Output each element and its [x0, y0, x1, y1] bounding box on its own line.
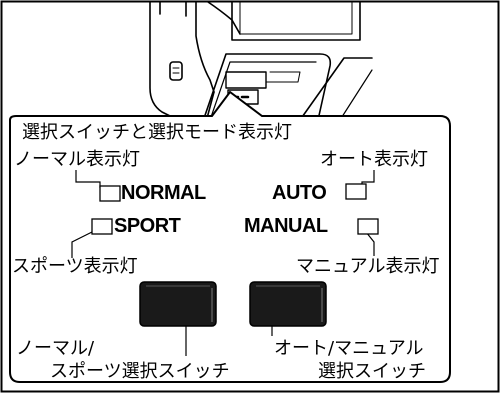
left-switch-label-line1: ノーマル/ [16, 338, 95, 359]
screen-frame [231, 1, 361, 41]
lever-inner-lines [159, 1, 187, 17]
indicator-lamp-icon [91, 218, 113, 235]
normal-indicator-label: ノーマル表示灯 [14, 149, 140, 170]
right-switch-label-line1: オート/マニュアル [274, 338, 424, 359]
screen-inner [239, 1, 353, 35]
console-inner [209, 61, 317, 121]
panel-title: 選択スイッチと選択モード表示灯 [22, 122, 292, 143]
indicator-lamp-icon [99, 185, 121, 202]
auto-text: AUTO [272, 182, 327, 204]
auto-indicator-label: オート表示灯 [320, 149, 428, 170]
callout-box [9, 90, 451, 383]
console-sketch [149, 1, 373, 131]
leader-sport-lamp [71, 231, 93, 258]
indicator-window [225, 71, 267, 89]
manual-switch[interactable] [249, 281, 327, 327]
manual-text: MANUAL [244, 215, 328, 237]
left-switch-label-line2: スポーツ選択スイッチ [50, 361, 230, 382]
lever-shade [207, 1, 241, 35]
lever-left-edge [149, 1, 171, 117]
normal-text: NORMAL [121, 182, 206, 204]
sport-indicator-label: スポーツ表示灯 [12, 256, 138, 277]
indicator-lamp-icon [357, 218, 379, 235]
switch-button-icon [249, 281, 327, 327]
leader-manual-lamp [365, 231, 375, 256]
lever-button [169, 61, 183, 81]
console-panel [199, 53, 332, 131]
switch-button-icon [139, 281, 217, 327]
right-switch-label-line2: 選択スイッチ [318, 361, 426, 382]
sport-text: SPORT [114, 215, 181, 237]
leader-normal-lamp [75, 170, 101, 188]
indicator-lamp-icon [345, 183, 367, 200]
sport-switch[interactable] [139, 281, 217, 327]
lever-right-edge [195, 1, 215, 93]
console-right [299, 57, 373, 121]
manual-indicator-label: マニュアル表示灯 [296, 256, 440, 277]
